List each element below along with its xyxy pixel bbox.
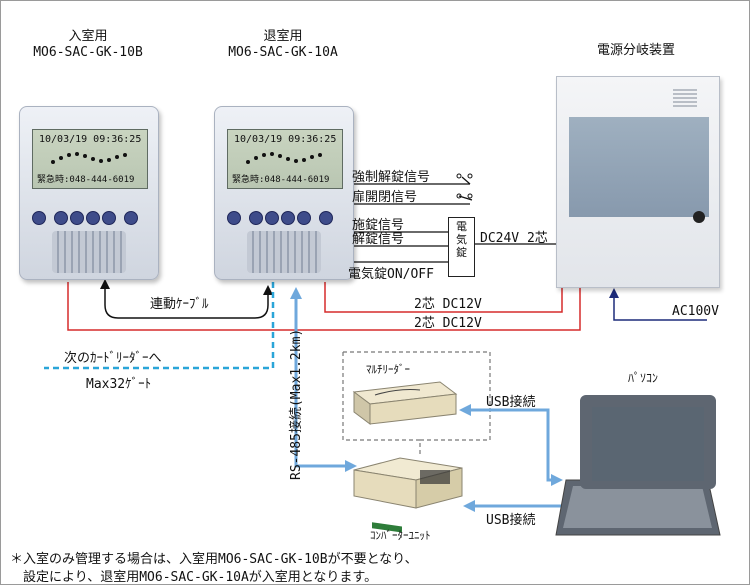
exit-dots xyxy=(246,152,322,164)
entry-emergency: 緊急時:048-444-6019 xyxy=(37,175,135,185)
electric-lock-box-label: 電気錠 xyxy=(456,220,467,259)
electric-lock-box: 電気錠 xyxy=(448,217,475,277)
entry-time: 10/03/19 09:36:25 xyxy=(39,134,142,145)
exit-buttons xyxy=(227,211,341,225)
rs485-label: RS-485接続(Max1.2km) xyxy=(289,328,304,480)
lock-signal-label: 施錠信号 xyxy=(352,218,405,233)
force-release-label: 強制解錠信号 xyxy=(352,170,431,185)
cyan-dashed-line xyxy=(44,282,275,370)
max-gates-label: Max32ｹﾞｰﾄ xyxy=(86,377,152,392)
link-cable-label: 連動ｹｰﾌﾞﾙ xyxy=(150,297,209,312)
dc12-label-a: 2芯 DC12V xyxy=(414,297,482,312)
ac100-line xyxy=(609,288,707,321)
psu-panel xyxy=(569,117,709,217)
converter-device xyxy=(353,457,463,533)
usb-label-a: USB接続 xyxy=(486,395,536,410)
entry-model: MO6-SAC-GK-10B xyxy=(33,45,143,60)
exit-card-reader: 10/03/19 09:36:25 緊急時:048-444-6019 xyxy=(214,106,354,280)
onoff-signal-label: 電気錠ON/OFF xyxy=(348,267,434,282)
exit-emergency: 緊急時:048-444-6019 xyxy=(232,175,330,185)
usb-label-b: USB接続 xyxy=(486,513,536,528)
laptop-screen xyxy=(580,395,716,489)
rs485-line xyxy=(290,287,357,472)
laptop-keyboard xyxy=(555,479,721,536)
entry-label: 入室用 xyxy=(68,29,108,44)
pc-label: ﾊﾟｿｺﾝ xyxy=(628,371,659,385)
multi-reader-device xyxy=(352,381,458,425)
unlock-signal-label: 解錠信号 xyxy=(352,232,405,247)
multi-reader-label: ﾏﾙﾁﾘｰﾀﾞｰ xyxy=(366,363,410,376)
psu-grille xyxy=(673,87,697,107)
power-distribution-unit xyxy=(556,76,720,288)
next-reader-label: 次のｶｰﾄﾞﾘｰﾀﾞｰへ xyxy=(64,351,162,366)
keyhole-icon xyxy=(693,211,705,223)
entry-buttons xyxy=(32,211,146,225)
dc12-label-b: 2芯 DC12V xyxy=(414,316,482,331)
entry-dots xyxy=(51,152,127,164)
note-line-2: 設定により、退室用MO6-SAC-GK-10Aが入室用となります。 xyxy=(10,570,378,585)
converter-label: ｺﾝﾊﾞｰﾀｰﾕﾆｯﾄ xyxy=(370,529,431,542)
dc24-label: DC24V 2芯 xyxy=(480,231,548,246)
power-unit-label: 電源分岐装置 xyxy=(596,43,676,58)
exit-label: 退室用 xyxy=(263,29,303,44)
exit-speaker-grill xyxy=(247,231,321,273)
note-line-1: ＊入室のみ管理する場合は、入室用MO6-SAC-GK-10Bが不要となり、 xyxy=(10,552,418,567)
entry-speaker-grill xyxy=(52,231,126,273)
exit-model: MO6-SAC-GK-10A xyxy=(228,45,338,60)
ac100-label: AC100V xyxy=(672,304,719,319)
link-cable xyxy=(100,279,273,319)
entry-card-reader: 10/03/19 09:36:25 緊急時:048-444-6019 xyxy=(19,106,159,280)
red-wire-outer xyxy=(67,282,581,331)
exit-time: 10/03/19 09:36:25 xyxy=(234,134,337,145)
usb-multi-line xyxy=(459,404,563,486)
entry-lcd: 10/03/19 09:36:25 緊急時:048-444-6019 xyxy=(32,129,148,189)
exit-lcd: 10/03/19 09:36:25 緊急時:048-444-6019 xyxy=(227,129,343,189)
door-signal-label: 扉開閉信号 xyxy=(352,190,418,205)
